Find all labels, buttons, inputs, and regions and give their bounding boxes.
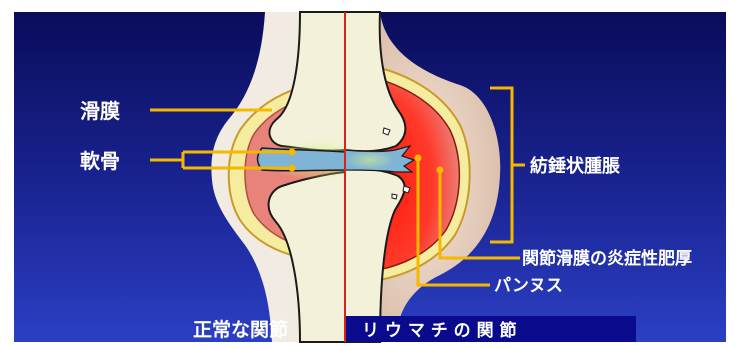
- label-synovial-thickening: 関節滑膜の炎症性肥厚: [522, 248, 692, 269]
- label-synovium: 滑膜: [80, 99, 120, 123]
- rheumatoid-joint-glow: [345, 150, 395, 170]
- caption-rheumatoid-joint: リ ウ マ チ の 関 節: [362, 320, 517, 341]
- pannus-dot: [415, 155, 422, 162]
- label-pannus: パンヌス: [494, 276, 563, 296]
- cartilage-dot: [289, 165, 296, 172]
- caption-normal-joint: 正常な関節: [193, 318, 288, 341]
- cartilage-dot: [289, 149, 296, 156]
- label-fusiform-swelling: 紡錘状腫脹: [530, 155, 620, 177]
- synovial-thickening-dot: [437, 167, 444, 174]
- label-cartilage: 軟骨: [80, 149, 120, 173]
- erosion-mark: [392, 194, 397, 199]
